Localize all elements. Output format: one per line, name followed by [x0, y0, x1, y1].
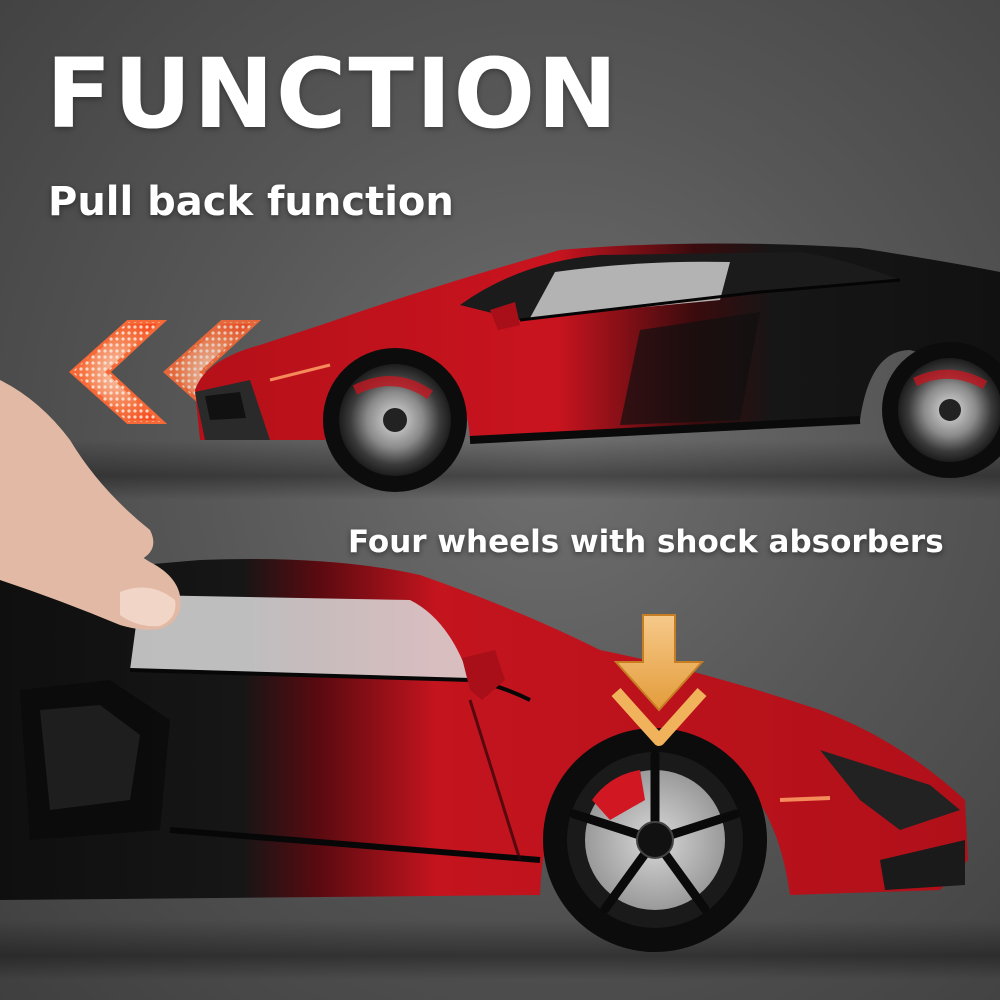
ground-shadow — [0, 440, 1000, 500]
finger-upper-illustration — [0, 380, 154, 560]
rear-wheel — [882, 342, 1000, 478]
shock-absorber-caption: Four wheels with shock absorbers — [348, 524, 944, 560]
pull-back-car — [195, 243, 1000, 444]
pull-back-caption: Pull back function — [48, 179, 454, 225]
page-title: FUNCTION — [46, 38, 620, 150]
shock-absorber-car — [0, 559, 968, 900]
pull-back-panel — [0, 243, 1000, 500]
arrow-down-icon — [611, 614, 707, 746]
shock-absorber-car-illustration — [0, 500, 968, 952]
front-wheel-with-brake — [543, 728, 767, 952]
front-wheel — [323, 348, 467, 492]
pull-back-car-illustration — [68, 243, 1000, 492]
shock-absorber-panel — [0, 500, 1000, 1000]
ground-shadow — [0, 920, 1000, 980]
